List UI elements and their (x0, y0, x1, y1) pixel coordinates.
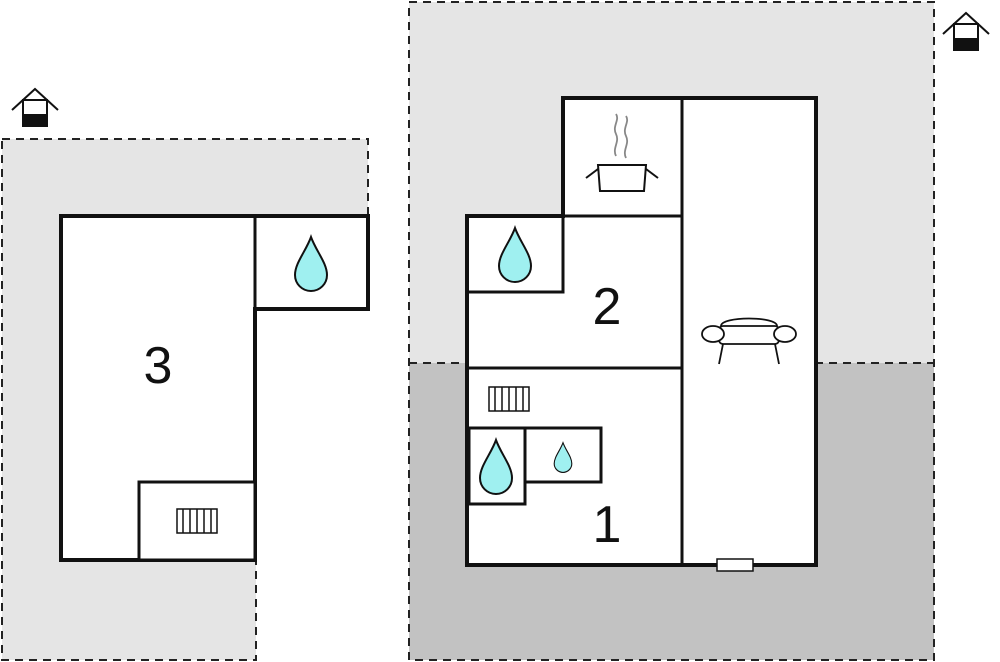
right-building: 2 1 (408, 1, 990, 661)
room-3-number: 3 (144, 337, 173, 395)
house-icon (11, 88, 59, 127)
cooking-pot-icon (585, 113, 659, 192)
room-2-number: 2 (593, 278, 622, 336)
radiator-icon (488, 386, 530, 412)
radiator-icon (176, 508, 218, 534)
room-1-number: 1 (593, 496, 622, 554)
sofa-icon (701, 317, 797, 365)
left-building: 3 (1, 88, 370, 661)
window-icon (716, 558, 754, 572)
house-icon (942, 12, 990, 51)
